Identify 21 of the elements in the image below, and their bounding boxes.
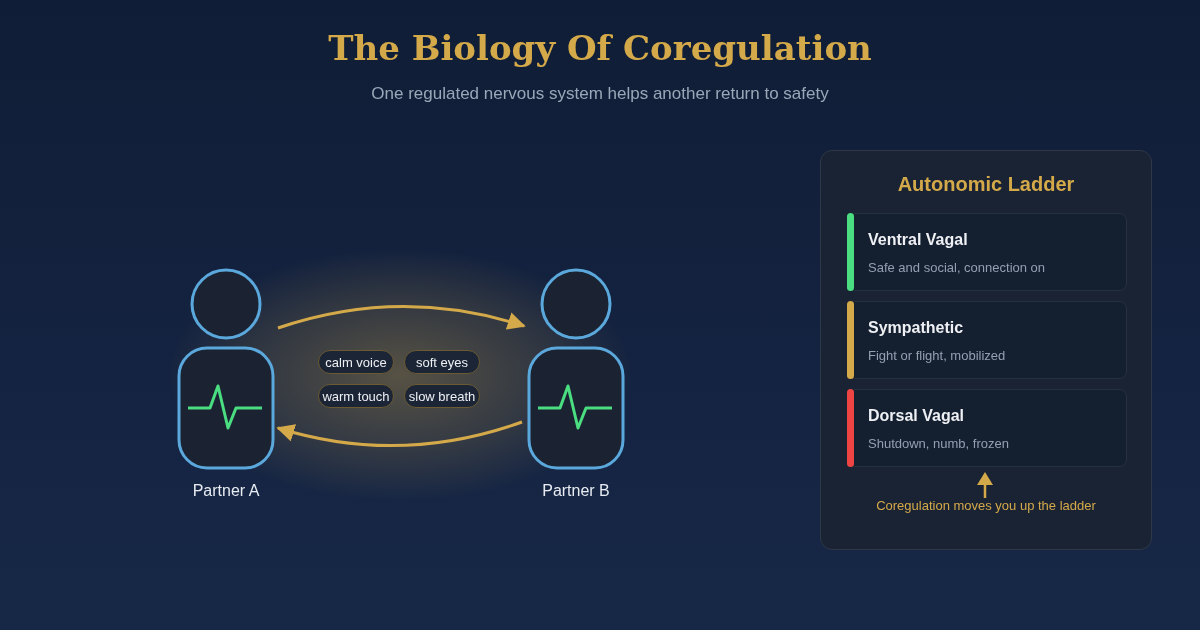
state-heading: Dorsal Vagal [868,407,965,425]
subtitle: One regulated nervous system helps another return to safety [370,84,830,104]
ladder-panel [820,150,1152,550]
cue-tag: calm voice [318,350,394,374]
title: The Biology Of Coregulation [327,28,873,68]
cue-tag: warm touch [318,384,394,408]
note-text: Coregulation moves you up the ladder [875,498,1097,513]
state-description: Safe and social, connection on [868,260,1046,275]
arrow [276,420,523,447]
cue-tag: slow breath [404,384,480,408]
cue-tag: soft eyes [404,350,480,374]
panel-title: Autonomic Ladder [896,173,1076,196]
state-heading: Sympathetic [868,319,964,337]
ladder-card [847,389,1127,467]
person-name: Partner B [541,482,611,500]
ladder-card [847,213,1127,291]
ladder-card [847,301,1127,379]
state-description: Shutdown, numb, frozen [868,436,1009,451]
person-name: Partner A [191,482,261,500]
state-description: Fight or flight, mobilized [868,348,1006,363]
state-heading: Ventral Vagal [868,231,968,249]
